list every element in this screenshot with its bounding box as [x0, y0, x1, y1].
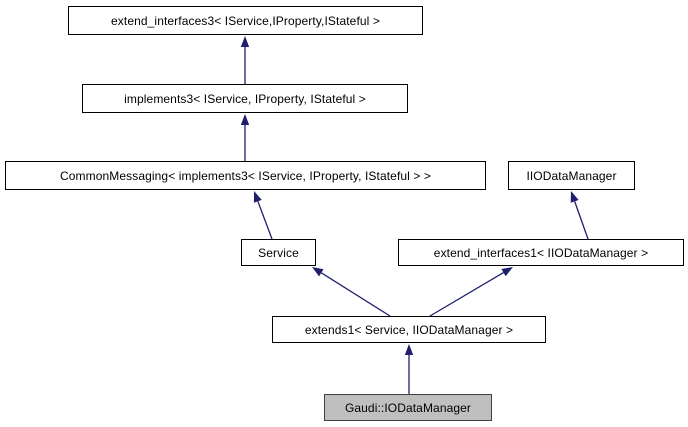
- class-node-label: Service: [258, 245, 299, 260]
- class-node-implements3[interactable]: implements3< IService, IProperty, IState…: [82, 84, 408, 113]
- inheritance-edge-extend_interfaces1-to-iiodatamanager: [570, 191, 589, 240]
- class-node-extend_interfaces1[interactable]: extend_interfaces1< IIODataManager >: [398, 239, 684, 266]
- class-node-label: implements3< IService, IProperty, IState…: [124, 91, 366, 106]
- inheritance-edge-common_messaging-to-implements3: [240, 114, 250, 161]
- class-node-label: extend_interfaces1< IIODataManager >: [433, 245, 649, 260]
- class-node-extend_interfaces3[interactable]: extend_interfaces3< IService,IProperty,I…: [68, 6, 423, 35]
- inheritance-edge-gaudi_iodatamanager-to-extends1: [404, 344, 414, 394]
- class-node-label: extends1< Service, IIODataManager >: [304, 322, 514, 337]
- class-node-label: extend_interfaces3< IService,IProperty,I…: [111, 13, 380, 28]
- class-node-common_messaging[interactable]: CommonMessaging< implements3< IService, …: [5, 161, 486, 190]
- class-node-service[interactable]: Service: [241, 239, 316, 266]
- class-node-iiodatamanager[interactable]: IIODataManager: [508, 161, 635, 190]
- class-node-extends1[interactable]: extends1< Service, IIODataManager >: [272, 316, 546, 343]
- inheritance-edge-service-to-common_messaging: [253, 191, 273, 240]
- inheritance-edge-implements3-to-extend_interfaces3: [240, 36, 250, 84]
- inheritance-edge-extends1-to-service: [312, 267, 391, 317]
- class-node-gaudi_iodatamanager[interactable]: Gaudi::IODataManager: [324, 394, 492, 421]
- inheritance-edge-extends1-to-extend_interfaces1: [429, 267, 513, 317]
- class-node-label: Gaudi::IODataManager: [344, 400, 472, 415]
- class-node-label: CommonMessaging< implements3< IService, …: [59, 168, 431, 183]
- class-node-label: IIODataManager: [526, 168, 617, 183]
